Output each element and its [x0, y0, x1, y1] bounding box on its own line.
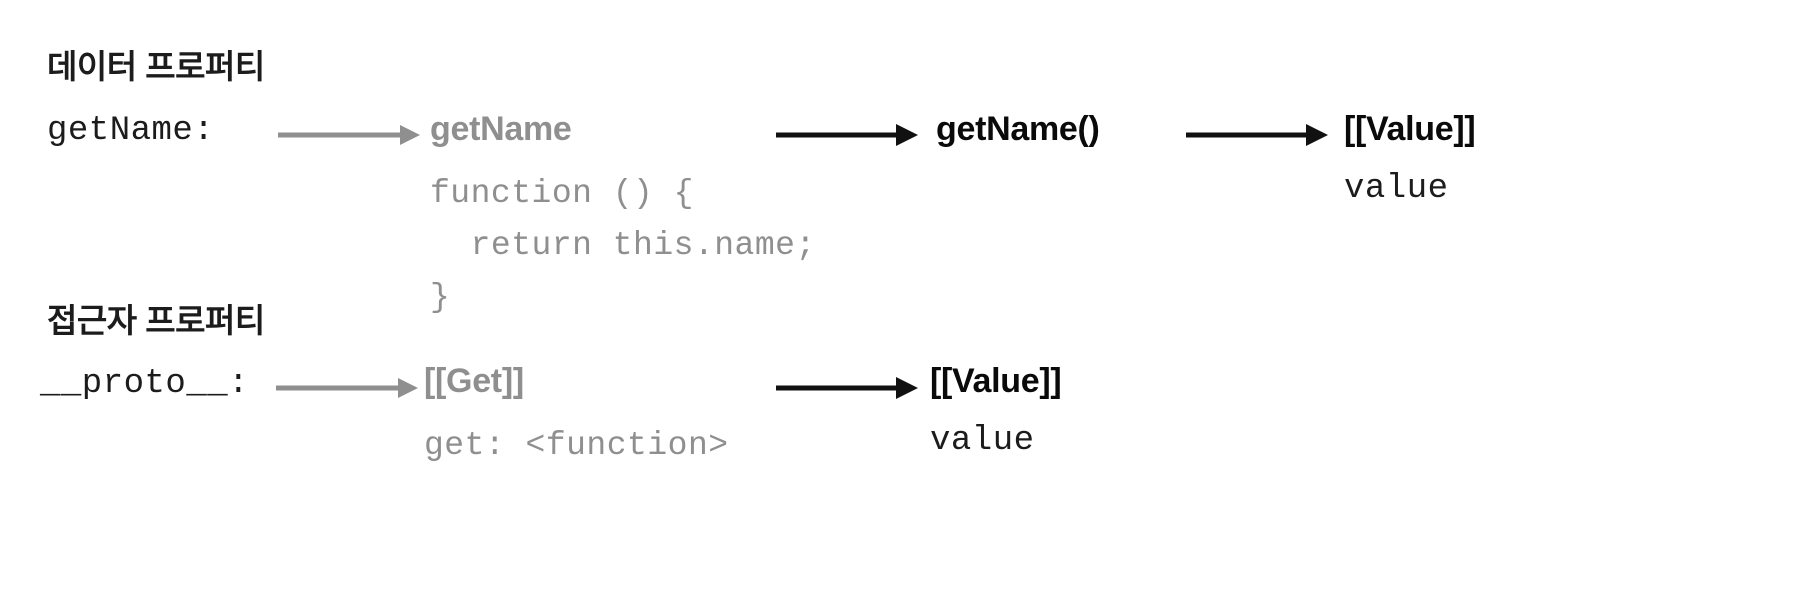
data-call-label: getName() [936, 110, 1100, 148]
gray-arrow-right-icon-row2 [276, 378, 418, 398]
accessor-descriptor-name: [[Get]] [424, 362, 524, 400]
accessor-value-text: value [930, 422, 1035, 460]
section-title-data-property: 데이터 프로퍼티 [47, 48, 265, 85]
black-arrow-right-icon-row1-a [776, 124, 918, 146]
data-descriptor-name: getName [430, 110, 572, 148]
data-property-key: getName: [47, 112, 215, 150]
black-arrow-right-icon-row2 [776, 377, 918, 399]
black-arrow-right-icon-row1-b [1186, 124, 1328, 146]
accessor-descriptor-code: get: <function> [424, 427, 729, 464]
data-descriptor-code: function () { return this.name; } [430, 175, 816, 316]
accessor-property-key: __proto__: [40, 365, 250, 403]
section-title-accessor-property: 접근자 프로퍼티 [47, 302, 265, 339]
gray-arrow-right-icon-row1 [278, 125, 420, 145]
accessor-value-slot: [[Value]] [930, 362, 1062, 400]
data-value-slot: [[Value]] [1344, 110, 1476, 148]
data-value-text: value [1344, 170, 1449, 208]
